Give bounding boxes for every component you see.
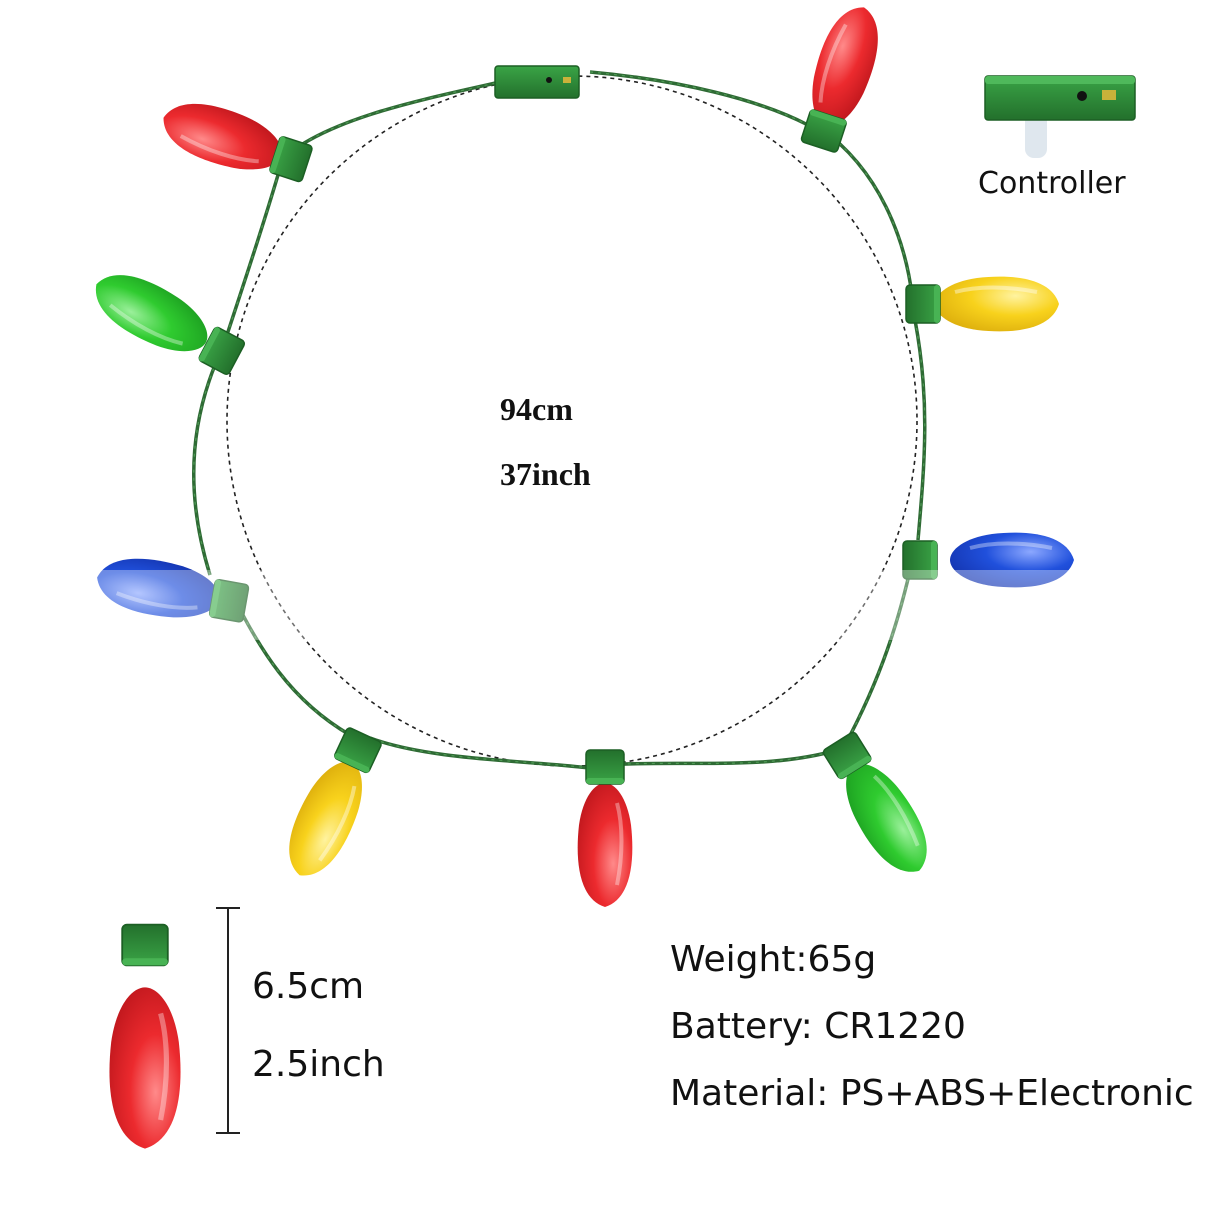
controller-label: Controller	[978, 166, 1126, 201]
necklace-length-inch: 37inch	[500, 456, 591, 492]
spec-weight: Weight:65g	[670, 939, 877, 980]
bulb-size-cm: 6.5cm	[252, 966, 365, 1007]
bulb-bottom-right-green	[821, 730, 945, 888]
bulb-bottom-center-red	[575, 749, 635, 909]
bulb-right-yellow	[905, 274, 1061, 334]
bulb-top-right-red	[797, 0, 893, 154]
spec-material: Material: PS+ABS+Electronic	[670, 1073, 1194, 1114]
spec-battery: Battery: CR1220	[670, 1006, 966, 1047]
bulb-top-left-red	[153, 89, 314, 185]
controller-illustration	[984, 75, 1136, 158]
bulb-bottom-left-yellow	[272, 725, 384, 889]
size-dimension-line	[216, 907, 240, 1134]
necklace-length-cm: 94cm	[500, 391, 573, 427]
bulb-size-inch: 2.5inch	[252, 1044, 385, 1085]
size-reference-bulb	[109, 923, 180, 1149]
bulb-left-green	[84, 260, 247, 377]
inline-controller	[494, 65, 580, 99]
